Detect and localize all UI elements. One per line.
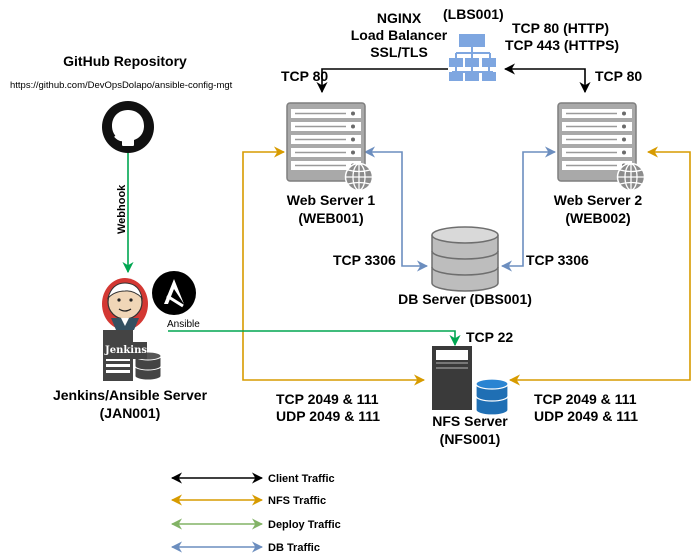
ansible-to-nfs-arrow — [168, 330, 461, 347]
web-server-2-icon — [557, 102, 646, 192]
jenkins-logo-text: Jenkins — [105, 342, 147, 359]
web-server-1-icon — [286, 102, 374, 192]
web2-db-port: TCP 3306 — [526, 252, 589, 268]
web1-db-port: TCP 3306 — [333, 252, 396, 268]
lb-id: (LBS001) — [443, 6, 504, 22]
nfs-name: NFS Server — [432, 413, 508, 429]
github-url: https://github.com/DevOpsDolapo/ansible-… — [10, 80, 233, 91]
legend-nfs-label: NFS Traffic — [268, 495, 327, 507]
ansible-icon — [152, 271, 196, 315]
legend-db-label: DB Traffic — [268, 542, 320, 554]
lb-to-web1-arrow — [316, 68, 448, 94]
jenkins-icon — [102, 278, 148, 330]
lb-web1-port: TCP 80 — [281, 68, 329, 84]
web2-to-nfs-arrow — [508, 146, 691, 386]
web2-to-db-arrow — [500, 146, 557, 272]
nfs-left-udp: UDP 2049 & 111 — [276, 408, 381, 424]
jenkins-name: Jenkins/Ansible Server — [52, 387, 208, 403]
legend-deploy-label: Deploy Traffic — [268, 519, 341, 531]
legend-client-label: Client Traffic — [268, 473, 335, 485]
web2-name: Web Server 2 — [553, 192, 643, 208]
github-icon — [102, 101, 154, 153]
web1-to-db-arrow — [363, 146, 429, 272]
nfs-right-tcp: TCP 2049 & 111 — [534, 391, 637, 407]
legend-lines — [170, 472, 264, 553]
nfs-server-icon — [432, 346, 509, 416]
lb-name: NGINX — [376, 10, 422, 26]
jenkins-id: (JAN001) — [99, 405, 161, 421]
ansible-label: Ansible — [167, 319, 200, 330]
web2-id: (WEB002) — [565, 210, 631, 226]
load-balancer-icon — [449, 34, 496, 81]
db-server-icon — [431, 226, 499, 292]
nfs-id: (NFS001) — [439, 431, 501, 447]
db-name: DB Server (DBS001) — [398, 291, 532, 307]
github-title: GitHub Repository — [63, 53, 187, 69]
lb-port-http: TCP 80 (HTTP) — [512, 20, 609, 36]
lb-role: Load Balancer — [350, 27, 448, 43]
web1-to-nfs-arrow — [242, 146, 426, 386]
jenkins-nfs-port: TCP 22 — [466, 329, 514, 345]
lb-to-web2-arrow — [503, 63, 591, 94]
web1-id: (WEB001) — [298, 210, 364, 226]
lb-web2-port: TCP 80 — [595, 68, 643, 84]
web1-name: Web Server 1 — [286, 192, 376, 208]
webhook-label: Webhook — [116, 184, 128, 234]
lb-tls: SSL/TLS — [370, 44, 428, 60]
lb-port-https: TCP 443 (HTTPS) — [505, 37, 620, 53]
nfs-right-udp: UDP 2049 & 111 — [534, 408, 639, 424]
nfs-left-tcp: TCP 2049 & 111 — [276, 391, 379, 407]
